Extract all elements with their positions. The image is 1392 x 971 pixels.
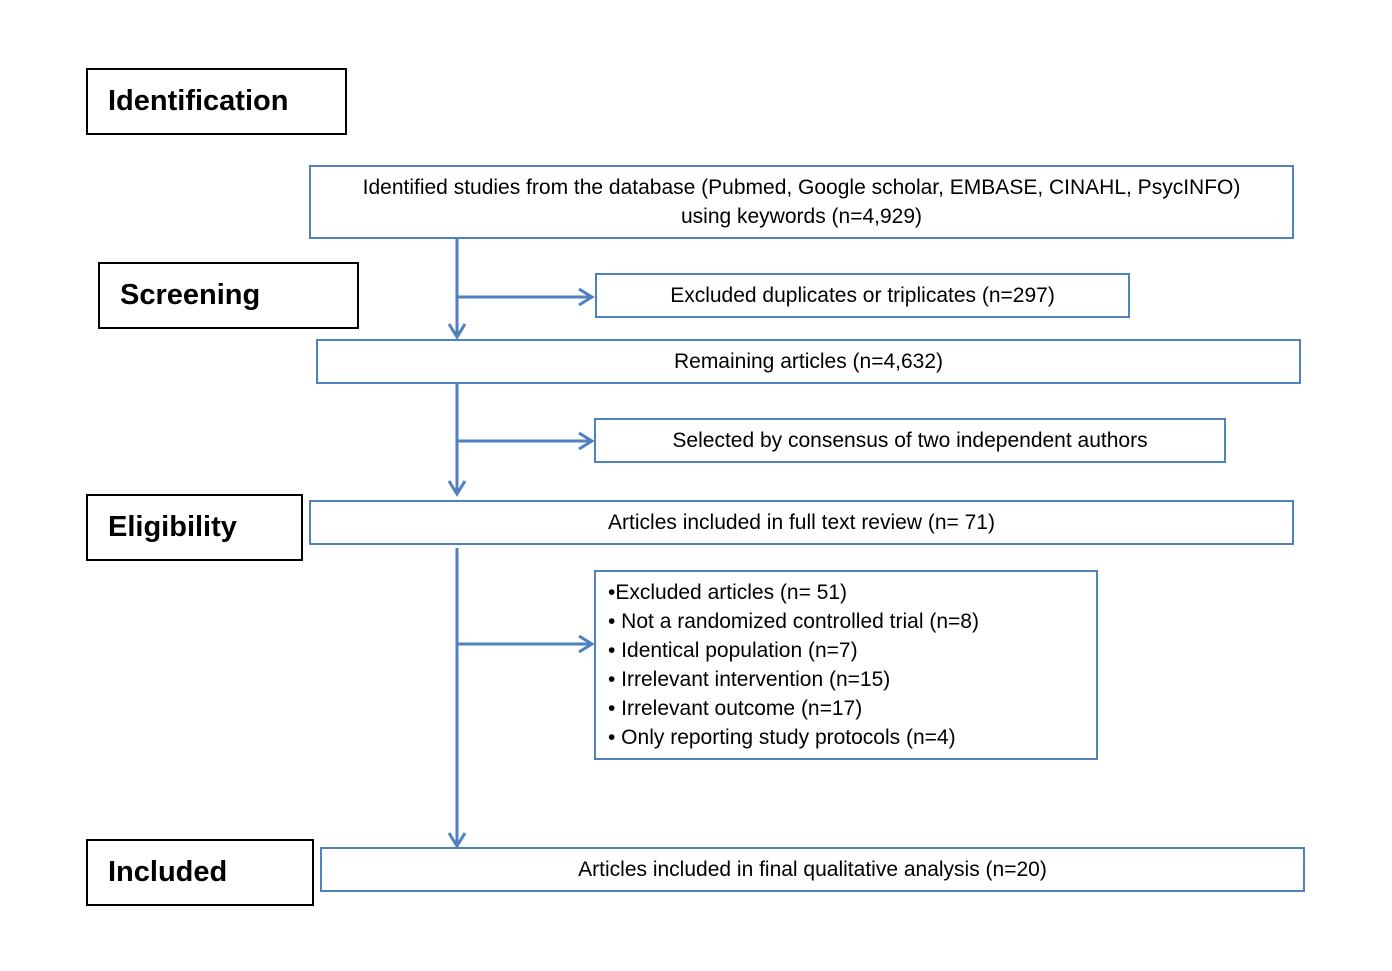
excluded-item: • Identical population (n=7) xyxy=(608,639,858,662)
box-full-text-review: Articles included in full text review (n… xyxy=(309,500,1294,545)
arrowhead-fulltext xyxy=(447,480,467,497)
full-text-review-text: Articles included in full text review (n… xyxy=(608,511,995,534)
box-final-analysis: Articles included in final qualitative a… xyxy=(320,847,1305,892)
stage-included-label: Included xyxy=(108,856,228,888)
stage-identification: Identification xyxy=(86,68,347,135)
box-selected-consensus: Selected by consensus of two independent… xyxy=(594,418,1226,463)
excluded-item: • Irrelevant intervention (n=15) xyxy=(608,668,891,691)
stage-screening-label: Screening xyxy=(120,279,261,311)
identified-line-2: using keywords (n=4,929) xyxy=(680,205,923,228)
selected-consensus-text: Selected by consensus of two independent… xyxy=(672,429,1148,452)
box-excluded-articles: •Excluded articles (n= 51) • Not a rando… xyxy=(594,570,1098,760)
arrowhead-excluded-duplicates xyxy=(578,287,595,307)
box-remaining-articles: Remaining articles (n=4,632) xyxy=(316,339,1301,384)
identified-line-1: Identified studies from the database (Pu… xyxy=(362,176,1241,199)
excluded-duplicates-text: Excluded duplicates or triplicates (n=29… xyxy=(670,284,1055,307)
excluded-item: •Excluded articles (n= 51) xyxy=(608,581,848,604)
box-identified-studies: Identified studies from the database (Pu… xyxy=(309,165,1294,239)
stage-eligibility: Eligibility xyxy=(86,494,303,561)
excluded-item: • Irrelevant outcome (n=17) xyxy=(608,697,863,720)
stage-included: Included xyxy=(86,839,314,906)
box-excluded-duplicates: Excluded duplicates or triplicates (n=29… xyxy=(595,273,1130,318)
arrowhead-remaining xyxy=(447,323,467,340)
stage-screening: Screening xyxy=(98,262,359,329)
excluded-item: • Only reporting study protocols (n=4) xyxy=(608,726,956,749)
final-analysis-text: Articles included in final qualitative a… xyxy=(578,858,1047,881)
remaining-articles-text: Remaining articles (n=4,632) xyxy=(673,350,944,373)
arrowhead-final xyxy=(447,832,467,849)
arrowhead-excluded-list xyxy=(578,634,595,654)
stage-identification-label: Identification xyxy=(108,85,289,117)
arrowhead-selected-consensus xyxy=(578,431,595,451)
excluded-item: • Not a randomized controlled trial (n=8… xyxy=(608,610,979,633)
stage-eligibility-label: Eligibility xyxy=(108,511,237,543)
